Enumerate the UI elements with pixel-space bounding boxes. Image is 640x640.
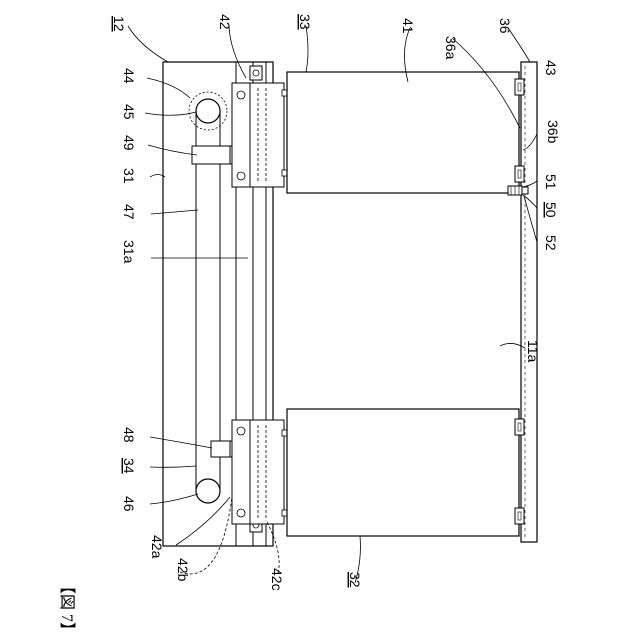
label-34: 34 [121,458,137,474]
rail-end-top [250,66,262,80]
label-33: 33 [297,14,313,30]
hinge-43-bottom [515,508,524,524]
figure-caption: 【図 7】 [58,578,75,638]
label-49: 49 [121,135,137,151]
pulley-45 [196,99,220,123]
pulley-46 [196,479,220,503]
label-41: 41 [400,18,416,34]
label-42b: 42b [175,558,191,582]
label-31: 31 [121,168,137,184]
label-45: 45 [121,104,137,120]
label-32: 32 [347,572,363,588]
label-43: 43 [543,60,559,76]
label-48: 48 [121,427,137,443]
label-42: 42 [217,14,233,30]
label-47: 47 [121,204,137,220]
label-36b: 36b [545,120,561,144]
hinge-43-top [515,79,524,95]
hinge-43-low [515,419,524,435]
door-panel-32 [287,409,519,536]
label-51: 51 [543,174,559,190]
label-46: 46 [121,496,137,512]
label-50: 50 [543,202,559,218]
label-36a: 36a [443,36,459,60]
label-11a: 11a [525,340,541,363]
label-12: 12 [111,16,127,32]
door-panel-33 [287,72,519,193]
label-52: 52 [543,235,559,251]
wall-36 [521,62,537,542]
label-44: 44 [121,68,137,84]
label-42c: 42c [269,568,285,591]
label-36: 36 [497,18,513,34]
label-31a: 31a [121,240,137,264]
hinge-43-mid [515,166,524,182]
label-42a: 42a [149,535,165,559]
lock-52 [522,187,528,194]
